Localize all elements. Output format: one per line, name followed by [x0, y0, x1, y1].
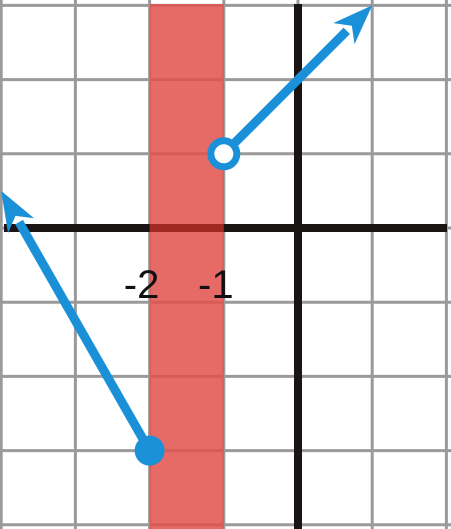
- closed-endpoint: [134, 435, 165, 466]
- tick-label-minus-2: -2: [124, 263, 160, 307]
- tick-labels: -2 -1: [124, 263, 234, 307]
- open-endpoint: [207, 137, 241, 171]
- shaded-region-group: [149, 4, 224, 529]
- series-line: [15, 219, 154, 453]
- arrowhead: [1, 190, 35, 234]
- series-0: [1, 190, 165, 466]
- series-1: [207, 5, 373, 171]
- arrowhead: [333, 5, 373, 45]
- series-line: [231, 27, 350, 146]
- tick-label-minus-1: -1: [198, 263, 234, 307]
- shaded-interval: [149, 4, 224, 529]
- axes: [4, 4, 447, 529]
- series-group: [1, 5, 373, 466]
